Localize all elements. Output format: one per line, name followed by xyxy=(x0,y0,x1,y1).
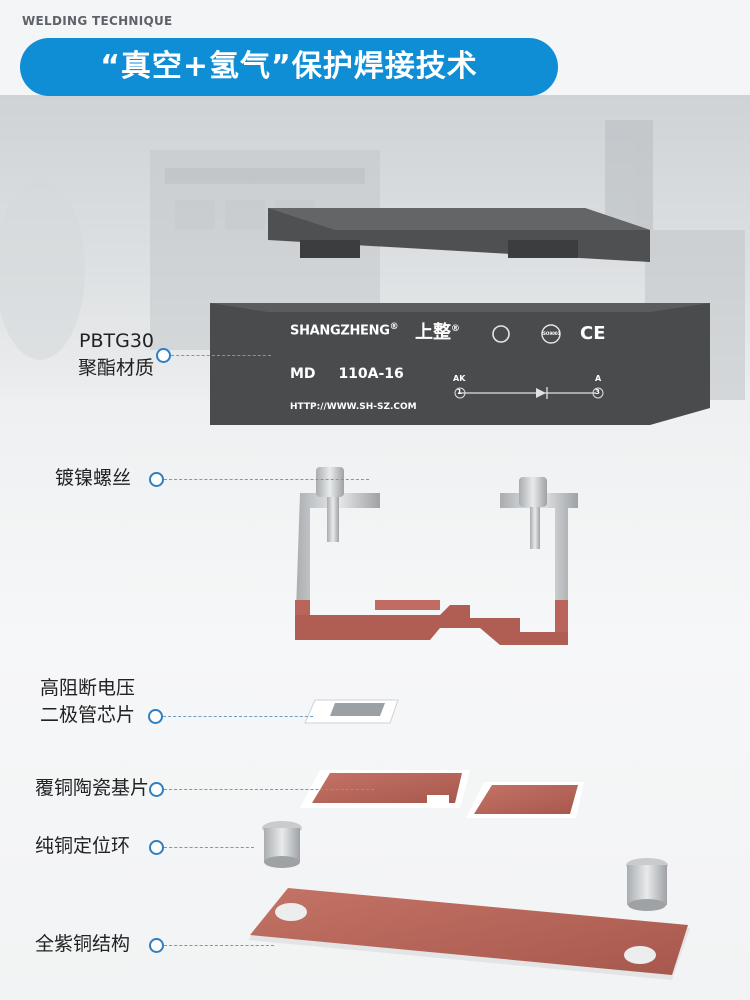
terminal-left-label: AK xyxy=(453,374,466,383)
callout-housing-dot xyxy=(156,348,171,363)
callout-housing: PBTG30 聚酯材质 xyxy=(64,328,271,382)
callout-base-leader xyxy=(164,945,274,946)
model-prefix: MD xyxy=(290,366,316,382)
callout-ceramic: 覆铜陶瓷基片 xyxy=(35,775,374,802)
callout-chip-dot xyxy=(148,709,163,724)
terminal-right-label: A xyxy=(595,374,602,383)
ceramic-substrate xyxy=(300,770,584,818)
callout-ceramic-leader xyxy=(164,789,374,790)
page-title-banner: “真空+氢气”保护焊接技术 xyxy=(20,38,558,96)
callout-housing-line2: 聚酯材质 xyxy=(77,357,154,379)
callout-housing-leader xyxy=(171,355,271,356)
copper-base-plate xyxy=(248,888,690,980)
callout-housing-line1: PBTG30 xyxy=(79,330,154,352)
callout-ring-leader xyxy=(164,847,254,848)
callout-chip-line2: 二极管芯片 xyxy=(40,704,136,726)
brand-cn: 上整® xyxy=(415,318,460,344)
website-url: HTTP://WWW.SH-SZ.COM xyxy=(290,402,417,412)
callout-screw-text: 镀镍螺丝 xyxy=(55,467,132,489)
model-number: 110A-16 xyxy=(338,366,404,382)
callout-base-dot xyxy=(149,938,164,953)
callout-ring-text: 纯铜定位环 xyxy=(35,835,131,857)
section-tag: WELDING TECHNIQUE xyxy=(22,14,173,28)
callout-base-text: 全紫铜结构 xyxy=(35,933,131,955)
ce-mark: CE xyxy=(580,323,606,344)
terminal-left-number: 1 xyxy=(457,388,462,396)
brand-registered-mark: ® xyxy=(389,322,399,332)
locating-rings xyxy=(262,821,668,911)
callout-chip-line1: 高阻断电压 xyxy=(40,677,136,699)
housing-body xyxy=(210,303,710,425)
brand-cn-text: 上整 xyxy=(415,322,451,343)
terminal-right-number: 3 xyxy=(595,388,600,396)
brand-row: SHANGZHENG® xyxy=(290,322,399,339)
callout-screw: 镀镍螺丝 xyxy=(55,465,369,492)
callout-ceramic-text: 覆铜陶瓷基片 xyxy=(35,777,150,799)
callout-screw-dot xyxy=(149,472,164,487)
callout-base: 全紫铜结构 xyxy=(35,931,274,958)
housing-lid xyxy=(268,208,650,262)
callout-screw-leader xyxy=(164,479,369,480)
diode-chip xyxy=(304,699,399,724)
terminal-brackets xyxy=(295,467,578,645)
callout-ceramic-dot xyxy=(149,782,164,797)
callout-ring-dot xyxy=(149,840,164,855)
callout-chip: 高阻断电压 二极管芯片 xyxy=(40,675,313,729)
brand-cn-registered-mark: ® xyxy=(451,324,460,334)
callout-ring: 纯铜定位环 xyxy=(35,833,254,860)
callout-chip-leader xyxy=(163,716,313,717)
model-row: MD 110A-16 xyxy=(290,366,404,382)
brand-name: SHANGZHENG xyxy=(290,323,390,339)
iso-mark: ISO9001 xyxy=(541,331,561,336)
